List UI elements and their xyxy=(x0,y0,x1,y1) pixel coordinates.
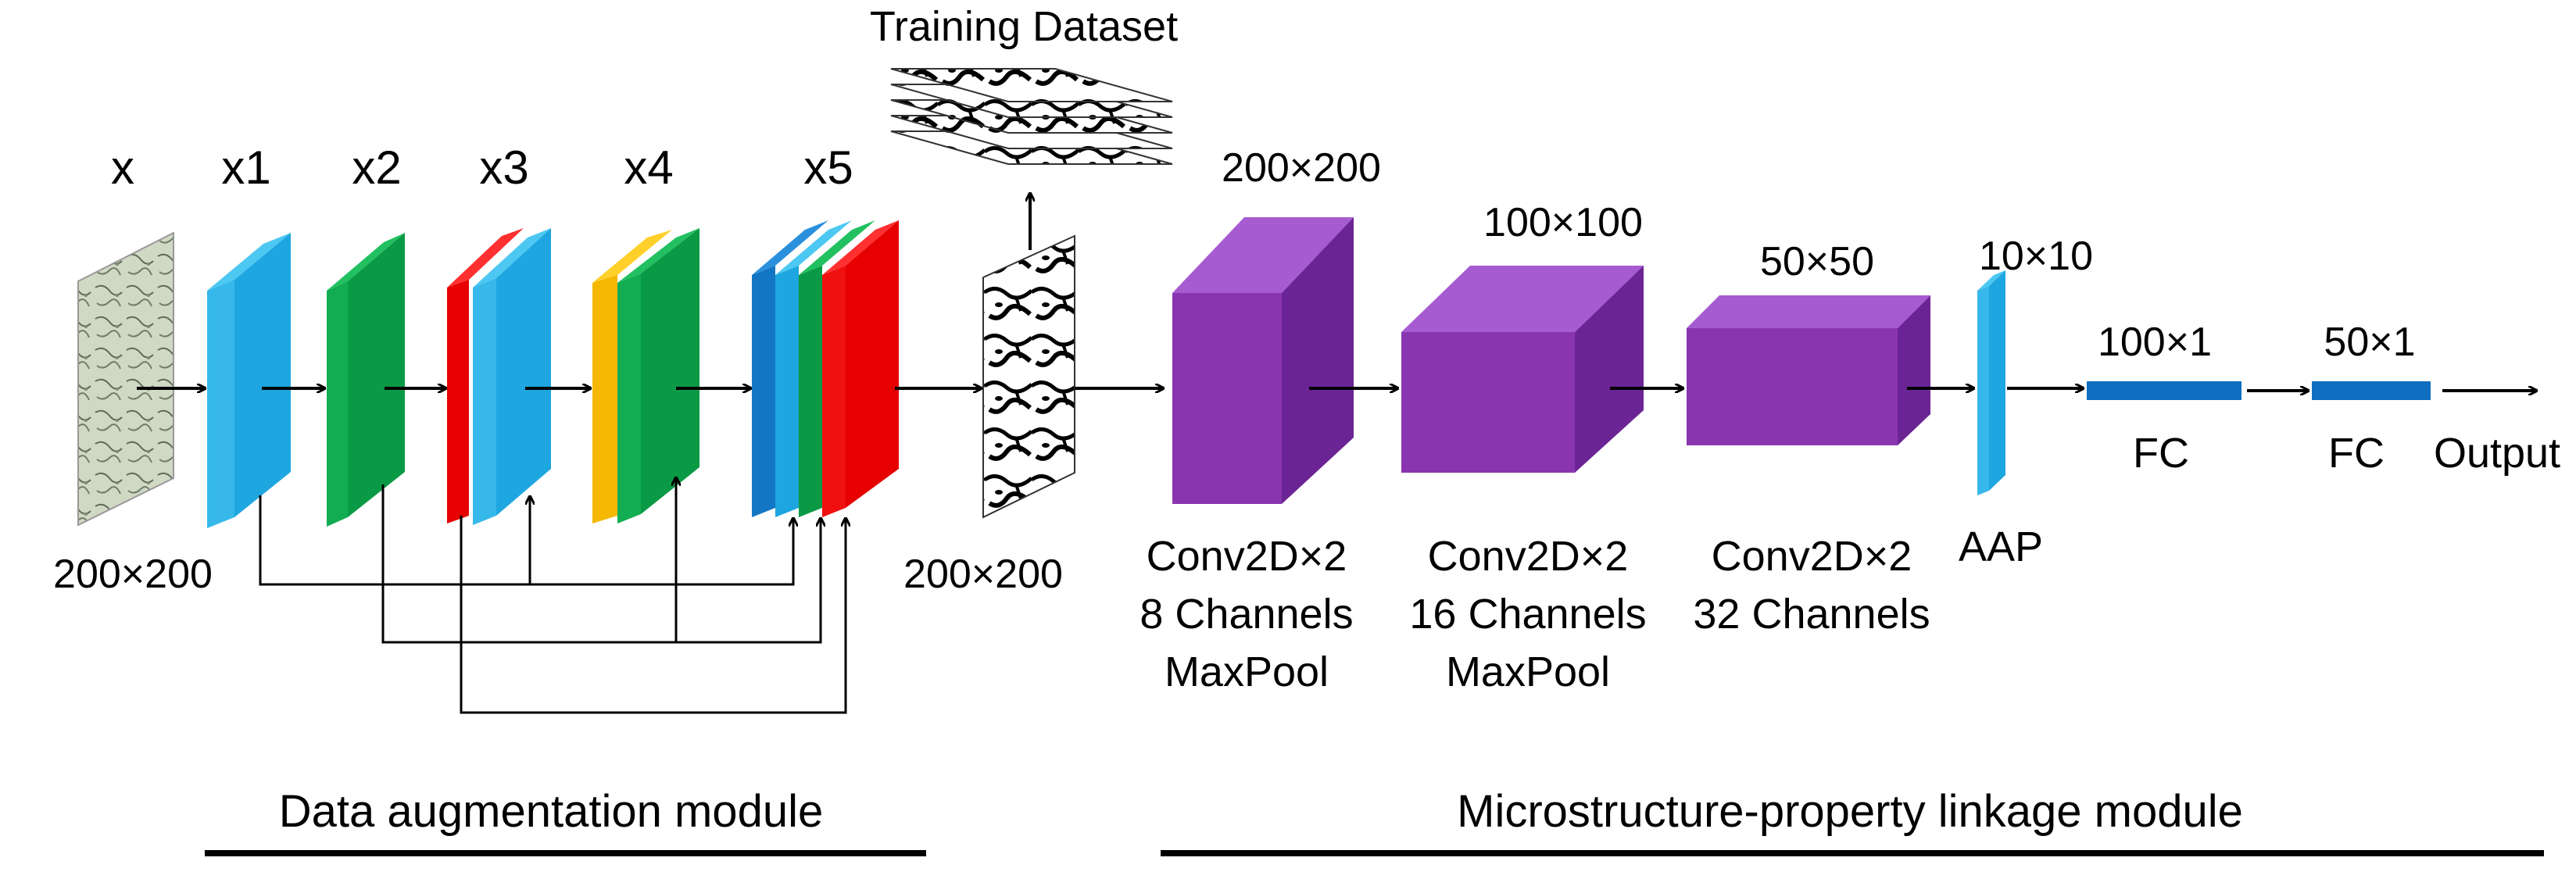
fc-1-size: 100×1 xyxy=(2098,320,2212,365)
conv-block-3-channels: 32 Channels xyxy=(1693,591,1930,638)
skip-connections xyxy=(259,478,846,714)
linkage-module-title: Microstructure-property linkage module xyxy=(1457,786,2243,837)
training-dataset-label: Training Dataset xyxy=(870,3,1178,50)
fc-1-label: FC xyxy=(2133,430,2189,477)
layer-x5 xyxy=(752,220,899,517)
conv-block-2-pool: MaxPool xyxy=(1446,649,1610,695)
augmented-microstructure-image xyxy=(982,234,1075,519)
conv-block-2-channels: 16 Channels xyxy=(1409,591,1646,638)
conv-block-1-pool: MaxPool xyxy=(1165,649,1329,695)
input-microstructure-image xyxy=(77,231,174,527)
conv-block-3-op: Conv2D×2 xyxy=(1712,533,1912,580)
conv-block-1 xyxy=(1172,217,1354,504)
conv-block-1-size: 200×200 xyxy=(1222,145,1381,191)
fc-2-label: FC xyxy=(2328,430,2385,477)
conv-block-2-op: Conv2D×2 xyxy=(1428,533,1629,580)
label-x4: x4 xyxy=(624,141,673,194)
augmented-size-label: 200×200 xyxy=(903,552,1063,597)
conv-block-1-op: Conv2D×2 xyxy=(1147,533,1347,580)
aap-label: AAP xyxy=(1959,523,2043,570)
augmentation-module-title: Data augmentation module xyxy=(279,786,823,837)
label-x2: x2 xyxy=(352,141,401,194)
linkage-forward-arrows xyxy=(1309,388,2536,391)
conv-block-3-size: 50×50 xyxy=(1760,239,1874,284)
layer-x1 xyxy=(207,233,291,528)
conv-block-2-size: 100×100 xyxy=(1483,200,1643,245)
output-label: Output xyxy=(2434,430,2560,477)
fc-layer-1 xyxy=(2087,381,2241,400)
input-size-label: 200×200 xyxy=(53,552,213,597)
layer-x2 xyxy=(327,233,405,527)
label-x: x xyxy=(111,141,134,194)
layer-x3 xyxy=(447,228,551,525)
layer-x4 xyxy=(592,228,699,523)
conv-block-1-channels: 8 Channels xyxy=(1140,591,1353,638)
label-x3: x3 xyxy=(479,141,528,194)
aap-size: 10×10 xyxy=(1979,234,2093,279)
fc-layer-2 xyxy=(2312,381,2431,400)
label-x5: x5 xyxy=(803,141,853,194)
aap-layer xyxy=(1977,270,2005,495)
conv-block-3 xyxy=(1687,295,1930,445)
label-x1: x1 xyxy=(221,141,270,194)
conv-block-2 xyxy=(1401,266,1644,473)
fc-2-size: 50×1 xyxy=(2324,320,2415,365)
training-dataset-stack xyxy=(890,68,1173,165)
